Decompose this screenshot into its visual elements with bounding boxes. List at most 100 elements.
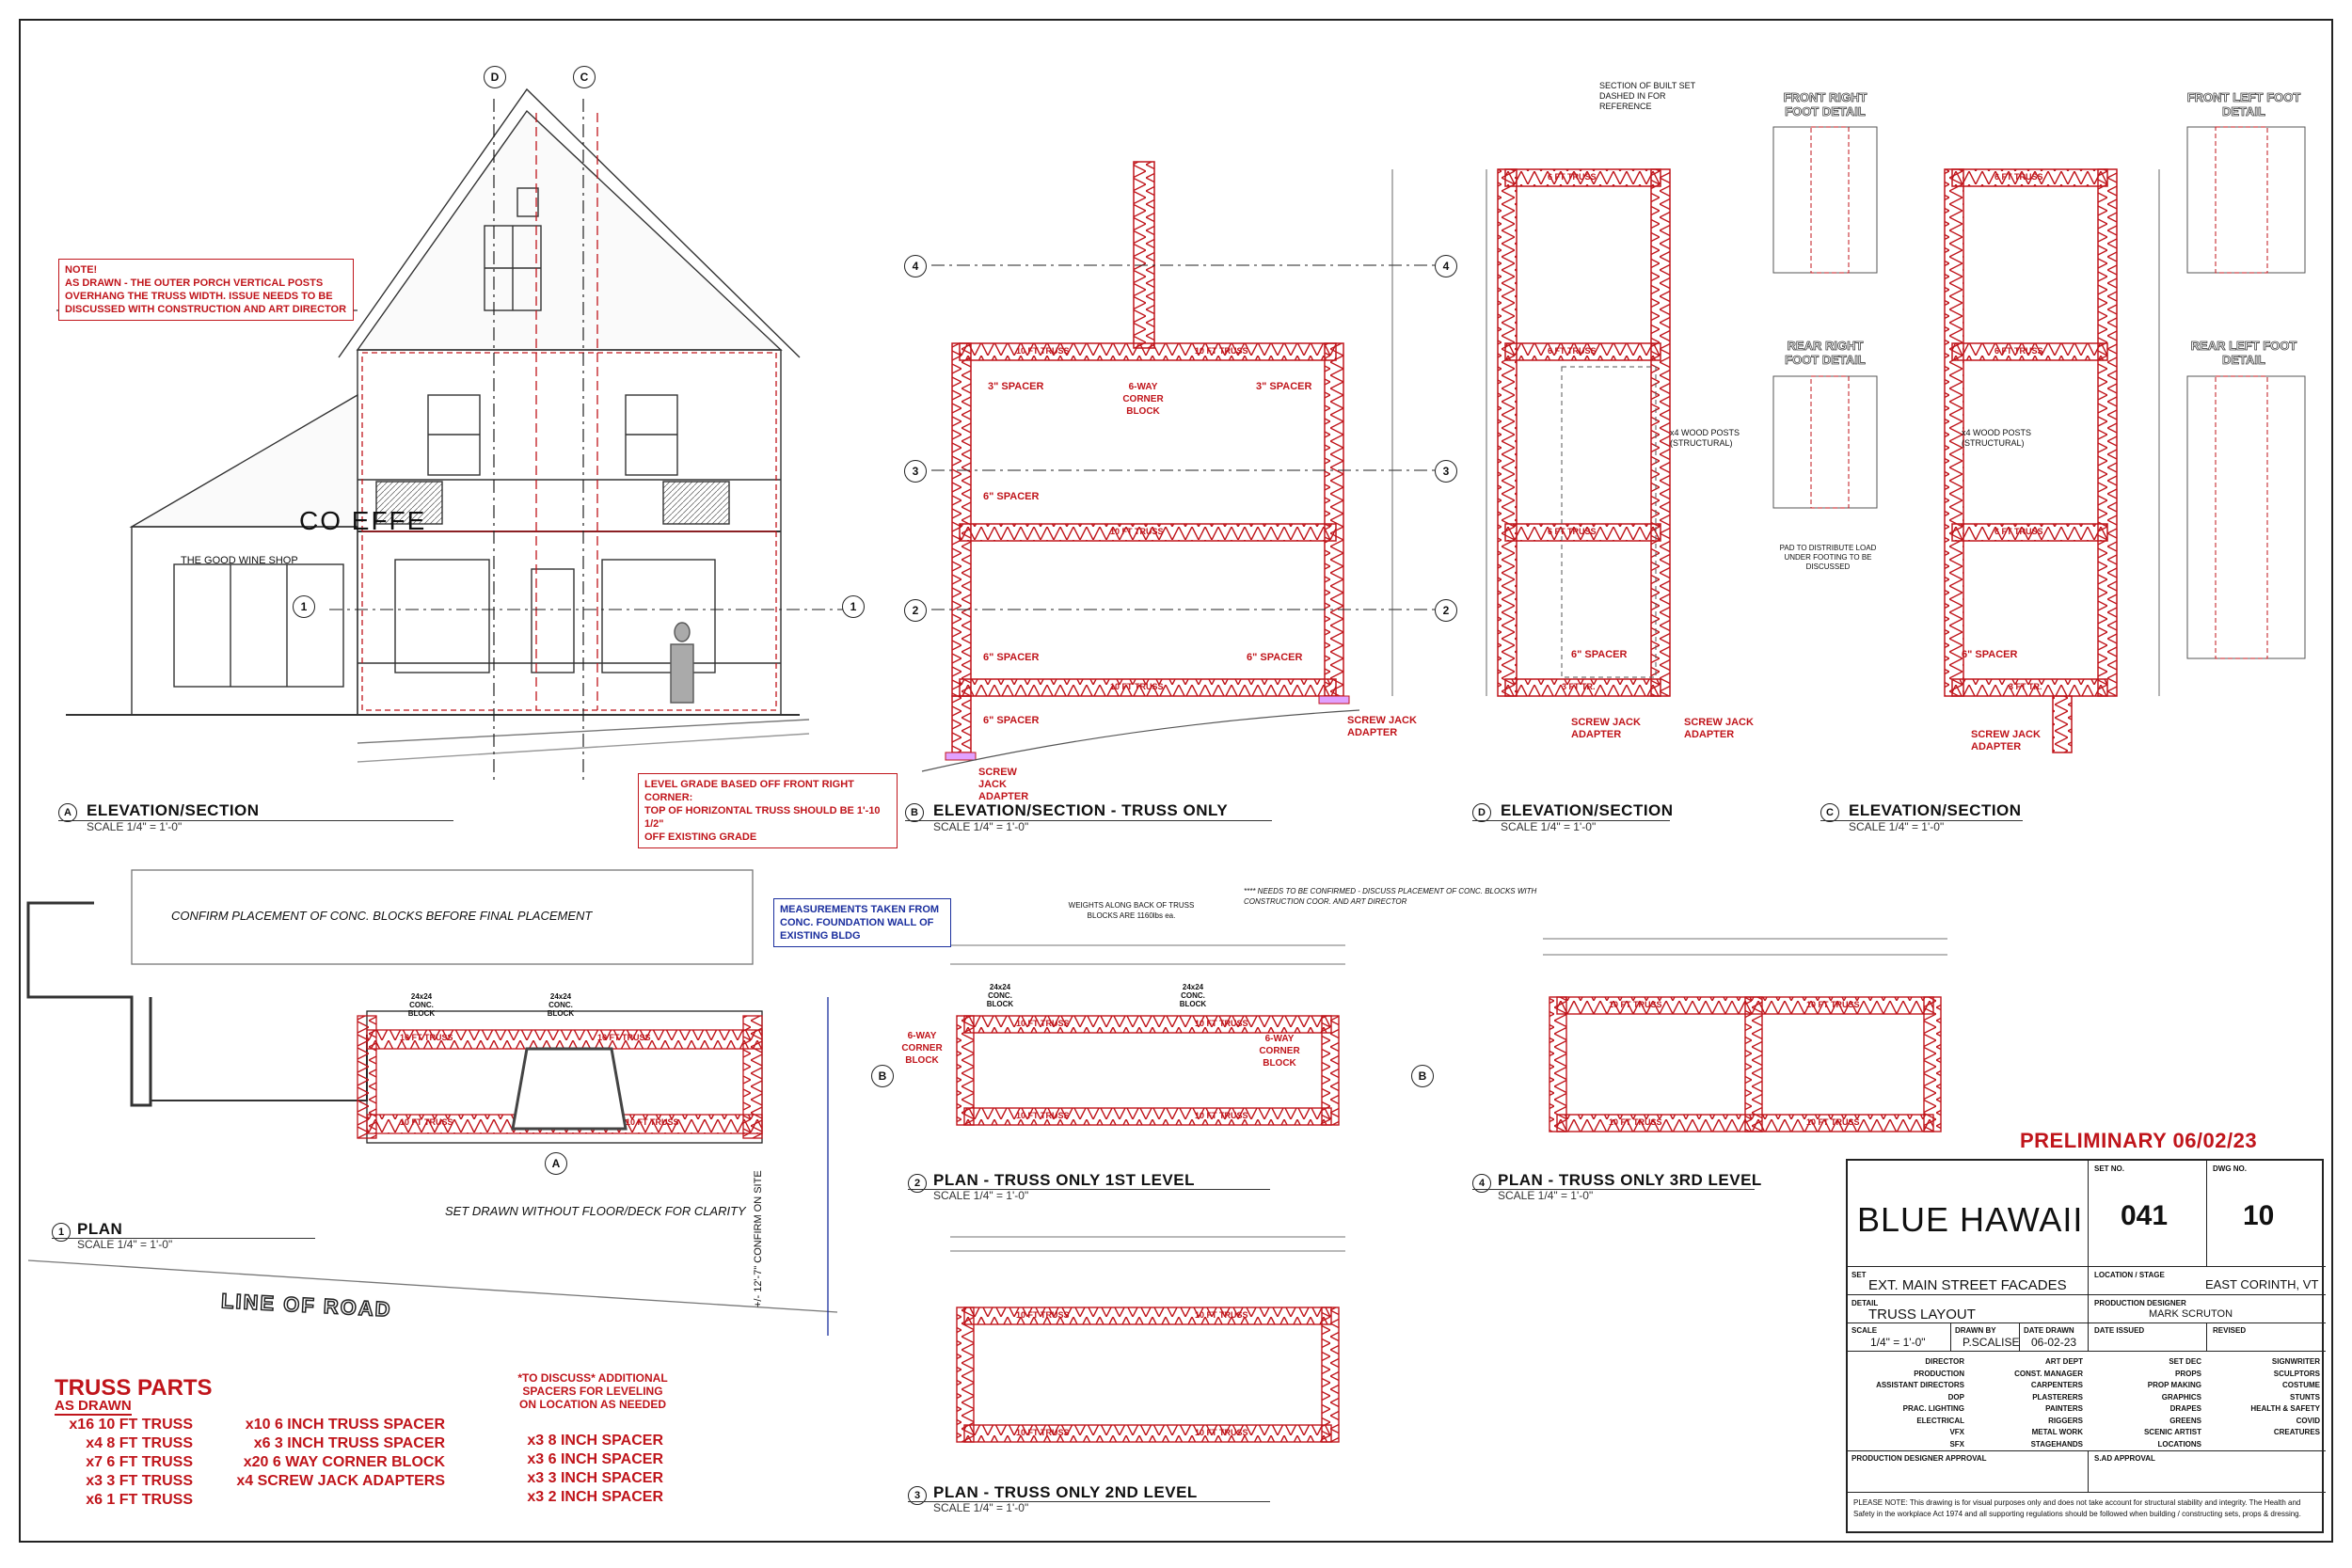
truss-parts-col2: x10 6 INCH TRUSS SPACER x6 3 INCH TRUSS … bbox=[224, 1416, 445, 1491]
view-marker-a: A bbox=[58, 803, 77, 822]
truss-label: 10 FT TRUSS bbox=[1016, 1428, 1070, 1437]
screwjack-label: SCREW JACK ADAPTER bbox=[1571, 717, 1641, 740]
truss-parts-col1: x16 10 FT TRUSS x4 8 FT TRUSS x7 6 FT TR… bbox=[52, 1416, 193, 1510]
note-confirm-on-site: +/- 12'-7" CONFIRM ON SITE bbox=[753, 1170, 764, 1307]
truss-label: 6 FT TRUSS bbox=[1548, 527, 1597, 536]
grid-marker-b-right: B bbox=[1411, 1065, 1434, 1087]
preliminary-stamp: PRELIMINARY 06/02/23 bbox=[2020, 1129, 2258, 1152]
note-wood-posts-d: x4 WOOD POSTS (STRUCTURAL) bbox=[1670, 428, 1740, 448]
pd-approval: PRODUCTION DESIGNER APPROVAL bbox=[1851, 1454, 1987, 1463]
part-item: x7 6 FT TRUSS bbox=[86, 1454, 193, 1470]
view-title-c: ELEVATION/SECTION bbox=[1849, 801, 2022, 819]
truss-label: 10 FT TRUSS bbox=[1195, 1111, 1248, 1120]
corner-block-label: 6-WAY CORNER BLOCK bbox=[901, 1031, 943, 1066]
corner-block-label: 6-WAY CORNER BLOCK bbox=[1259, 1034, 1300, 1069]
part-item: x6 1 FT TRUSS bbox=[86, 1492, 193, 1508]
truss-label: 10 FT TRUSS bbox=[1016, 1019, 1070, 1028]
note-weights: WEIGHTS ALONG BACK OF TRUSS BLOCKS ARE 1… bbox=[1068, 901, 1195, 920]
wine-shop-sign: THE GOOD WINE SHOP bbox=[181, 555, 298, 566]
spacer-label: 6" SPACER bbox=[1571, 649, 1628, 660]
note-confirm-blocks: CONFIRM PLACEMENT OF CONC. BLOCKS BEFORE… bbox=[171, 909, 593, 923]
plan-truss-3rd bbox=[1549, 996, 1942, 1132]
detail-rear-left: REAR LEFT FOOT DETAIL bbox=[2190, 339, 2297, 368]
part-item: x3 3 INCH SPACER bbox=[527, 1470, 663, 1486]
truss-parts-title: TRUSS PARTS bbox=[55, 1375, 213, 1401]
spacer-label: 6" SPACER bbox=[983, 715, 1040, 726]
view-title-plan-3rd: PLAN - TRUSS ONLY 3RD LEVEL bbox=[1498, 1171, 1762, 1189]
truss-label: 10 FT TRUSS bbox=[597, 1033, 651, 1042]
foot-details bbox=[1772, 126, 2306, 659]
truss-label: 6 FT TRUSS bbox=[1548, 172, 1597, 182]
set-name: EXT. MAIN STREET FACADES bbox=[1868, 1277, 2067, 1293]
note-needs-confirm: **** NEEDS TO BE CONFIRMED - DISCUSS PLA… bbox=[1244, 887, 1537, 906]
view-marker-b: B bbox=[905, 803, 924, 822]
grid-marker-1-right: 1 bbox=[842, 595, 865, 618]
truss-label: 10 FT TRUSS bbox=[400, 1117, 453, 1127]
part-item: x4 SCREW JACK ADAPTERS bbox=[236, 1473, 445, 1489]
part-item: x4 8 FT TRUSS bbox=[86, 1435, 193, 1451]
grid-marker-4-right: 4 bbox=[1435, 255, 1457, 277]
drawing-number: 10 bbox=[2243, 1200, 2275, 1231]
plan-1 bbox=[26, 869, 838, 1336]
spacer-label: 6" SPACER bbox=[1962, 649, 2018, 660]
view-title-plan-2nd: PLAN - TRUSS ONLY 2ND LEVEL bbox=[933, 1483, 1198, 1501]
truss-label: 10 FT TRUSS bbox=[1195, 1019, 1248, 1028]
to-discuss-note: *TO DISCUSS* ADDITIONAL SPACERS FOR LEVE… bbox=[517, 1371, 668, 1411]
grid-marker-3: 3 bbox=[904, 460, 927, 483]
grid-marker-1: 1 bbox=[293, 595, 315, 618]
view-title-plan-1st: PLAN - TRUSS ONLY 1ST LEVEL bbox=[933, 1171, 1195, 1189]
conc-block: 24x24 CONC. BLOCK bbox=[407, 992, 436, 1018]
plan-truss-2nd bbox=[956, 1307, 1340, 1443]
drawing-sheet bbox=[19, 19, 2333, 1543]
detail-name: TRUSS LAYOUT bbox=[1868, 1307, 1976, 1323]
grid-marker-b: B bbox=[871, 1065, 894, 1087]
grid-marker-d: D bbox=[484, 66, 506, 88]
truss-label: 10 FT TRUSS bbox=[1195, 346, 1248, 356]
part-item: x3 8 INCH SPACER bbox=[527, 1433, 663, 1449]
view-title-plan: PLAN bbox=[77, 1220, 123, 1238]
corner-block-label: 6-WAY CORNER BLOCK bbox=[1122, 382, 1164, 417]
view-scale-plan-1st: SCALE 1/4" = 1'-0" bbox=[933, 1189, 1029, 1202]
grid-marker-2-right: 2 bbox=[1435, 599, 1457, 622]
production-designer: MARK SCRUTON bbox=[2149, 1308, 2233, 1320]
view-scale-a: SCALE 1/4" = 1'-0" bbox=[87, 820, 183, 833]
sad-approval: S.AD APPROVAL bbox=[2094, 1454, 2155, 1463]
spacer-label: 6" SPACER bbox=[983, 652, 1040, 663]
view-marker-4: 4 bbox=[1472, 1174, 1491, 1193]
truss-label: 10 FT TRUSS bbox=[1806, 1117, 1860, 1127]
view-scale-d: SCALE 1/4" = 1'-0" bbox=[1501, 820, 1597, 833]
house-truss-overlay bbox=[56, 113, 777, 711]
grid-marker-2: 2 bbox=[904, 599, 927, 622]
truss-label: 10 FT TRUSS bbox=[1195, 1310, 1248, 1320]
truss-label: 10 FT TRUSS bbox=[1016, 1111, 1070, 1120]
part-item: x3 2 INCH SPACER bbox=[527, 1489, 663, 1505]
screwjack-label: SCREW JACK ADAPTER bbox=[1971, 729, 2041, 752]
view-marker-1: 1 bbox=[52, 1223, 71, 1242]
truss-label: 10 FT TRUSS bbox=[1016, 1310, 1070, 1320]
truss-label: 10 FT TRUSS bbox=[1016, 346, 1070, 356]
spacer-label: 3" SPACER bbox=[988, 381, 1044, 392]
view-scale-b: SCALE 1/4" = 1'-0" bbox=[933, 820, 1029, 833]
screwjack-label: SCREW JACK ADAPTER bbox=[978, 767, 1029, 802]
note-set-drawn: SET DRAWN WITHOUT FLOOR/DECK FOR CLARITY bbox=[445, 1204, 746, 1218]
part-item: x20 6 WAY CORNER BLOCK bbox=[243, 1454, 445, 1470]
truss-label: 6 FT TRUSS bbox=[1548, 346, 1597, 356]
truss-label: 6 FT TRUSS bbox=[1994, 346, 2043, 356]
truss-label: 10 FT TRUSS bbox=[1110, 682, 1164, 691]
conc-block: 24x24 CONC. BLOCK bbox=[547, 992, 575, 1018]
truss-elevation-d bbox=[1497, 168, 1671, 697]
view-title-a: ELEVATION/SECTION bbox=[87, 801, 260, 819]
view-marker-d: D bbox=[1472, 803, 1491, 822]
truss-label: 10 FT TRUSS bbox=[1806, 1000, 1860, 1009]
truss-label: 10 FT TRUSS bbox=[626, 1117, 679, 1127]
set-number: 041 bbox=[2121, 1200, 2169, 1231]
spacer-label: 6" SPACER bbox=[983, 491, 1040, 502]
view-marker-3: 3 bbox=[908, 1486, 927, 1505]
conc-block: 24x24 CONC. BLOCK bbox=[986, 983, 1014, 1008]
note-pad: PAD TO DISTRIBUTE LOAD UNDER FOOTING TO … bbox=[1779, 544, 1877, 571]
grid-marker-a: A bbox=[545, 1152, 567, 1175]
view-scale-plan: SCALE 1/4" = 1'-0" bbox=[77, 1238, 173, 1251]
truss-parts-col3: x3 8 INCH SPACER x3 6 INCH SPACER x3 3 I… bbox=[513, 1432, 663, 1507]
